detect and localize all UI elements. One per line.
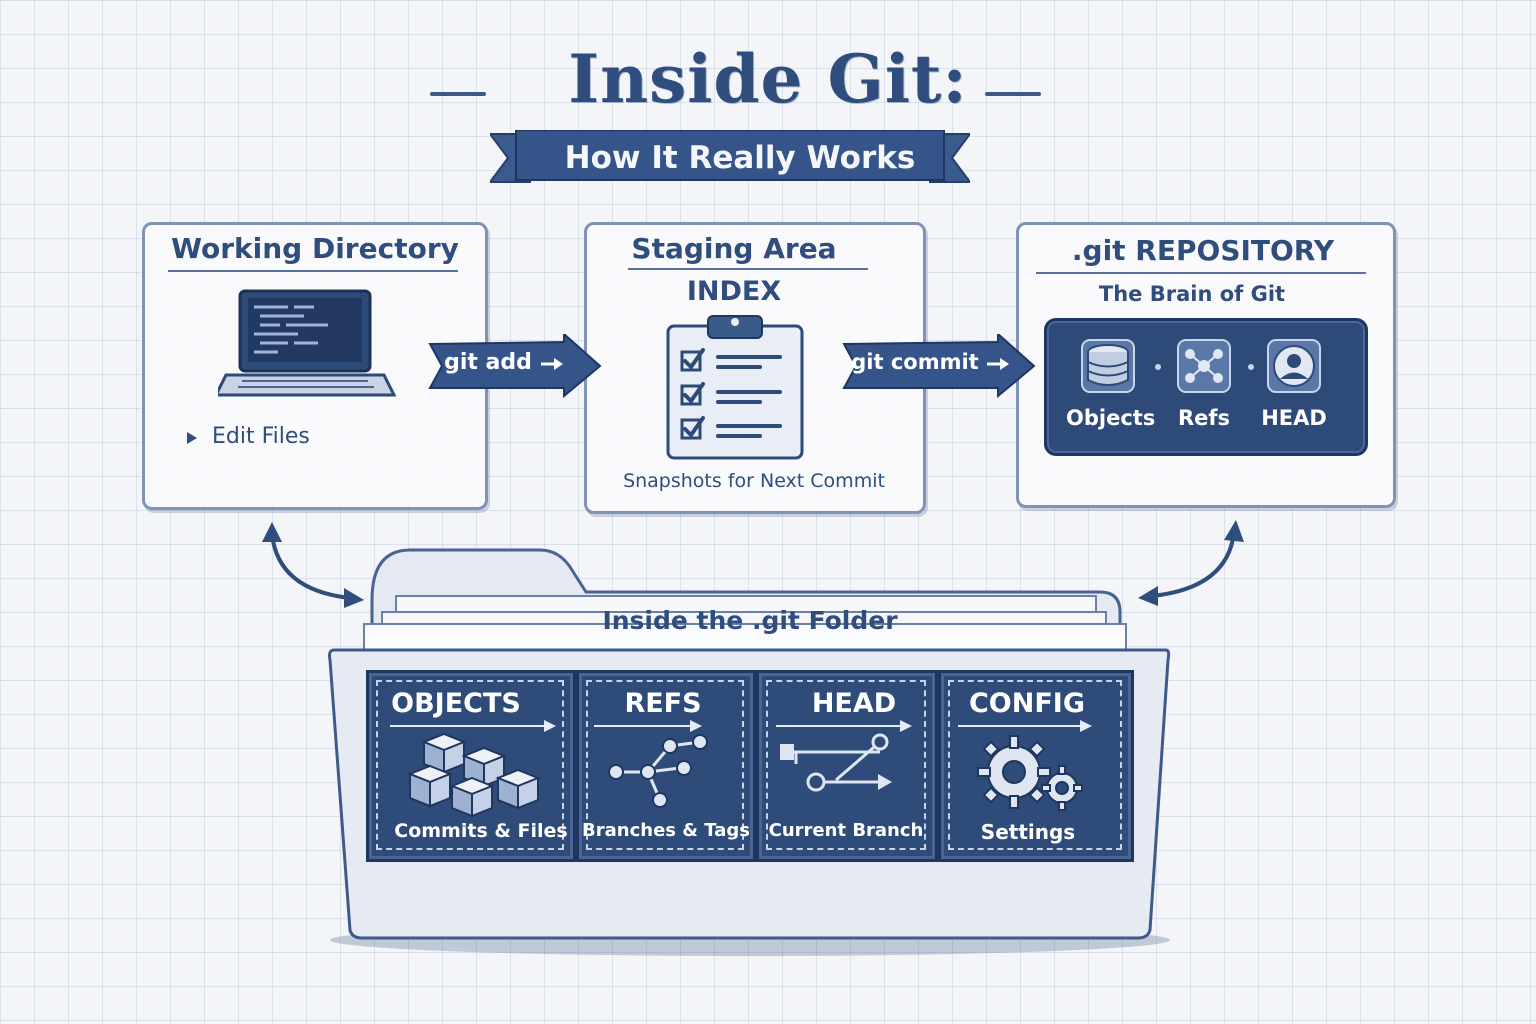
repo-item-refs: Refs [1177, 406, 1231, 430]
cubes-icon [408, 732, 541, 818]
panel-caption-objects: Commits & Files [394, 820, 568, 842]
panel-title-refs: REFS [624, 688, 702, 719]
panel-arrows [390, 720, 1092, 732]
git-commit-label: git commit [851, 350, 979, 374]
repo-item-objects: Objects [1066, 406, 1156, 430]
index-label: INDEX [686, 276, 782, 307]
panel-title-head: HEAD [811, 688, 897, 719]
working-directory-title: Working Directory [171, 232, 459, 265]
git-commit-arrow [842, 334, 1036, 398]
subtitle-banner [490, 130, 970, 183]
panel-caption-head: Current Branch [768, 820, 924, 841]
curved-arrow-right-icon [1138, 520, 1244, 606]
laptop-icon [218, 289, 397, 397]
arrow-glyph-icon [541, 358, 563, 370]
dot-sep-icon [1155, 364, 1161, 370]
repository-underline [1036, 272, 1366, 274]
git-add-arrow [428, 334, 602, 398]
refs-node-icon [1177, 339, 1231, 393]
panel-title-config: CONFIG [968, 688, 1085, 719]
folder-panel-head [756, 670, 938, 862]
arrow-glyph-icon [987, 358, 1009, 370]
page-title: Inside Git: [568, 40, 968, 118]
staging-area-underline [628, 268, 868, 270]
pointer-icon [780, 733, 892, 792]
folder-panel-border [948, 680, 1122, 850]
head-user-icon [1267, 339, 1321, 393]
folder-panel-border [766, 680, 926, 850]
page-subtitle: How It Really Works [564, 140, 916, 176]
panel-title-objects: OBJECTS [391, 688, 521, 719]
folder-label: Inside the .git Folder [602, 606, 898, 635]
staging-caption: Snapshots for Next Commit [623, 470, 885, 492]
working-directory-underline [168, 270, 458, 272]
staging-area-title: Staging Area [631, 232, 837, 265]
panel-caption-refs: Branches & Tags [582, 820, 750, 841]
folder-panel-border [376, 680, 564, 850]
folder-panel-config [938, 670, 1134, 862]
clipboard-icon [666, 315, 804, 460]
branch-graph-icon [608, 734, 708, 808]
panel-caption-config: Settings [980, 820, 1076, 844]
database-icon [1081, 339, 1135, 393]
edit-files-label: Edit Files [212, 424, 310, 449]
curved-arrow-left-icon [262, 522, 364, 608]
repo-item-head: HEAD [1261, 406, 1327, 430]
gears-icon [977, 735, 1083, 811]
repository-title: .git REPOSITORY [1071, 234, 1335, 267]
repository-subtitle: The Brain of Git [1098, 282, 1286, 306]
title-dash-right [985, 92, 1041, 96]
git-add-label: git add [444, 350, 532, 375]
bullet-triangle-icon [187, 432, 197, 444]
folder-panel-refs [576, 670, 756, 862]
title-dash-left [430, 92, 486, 96]
dot-sep-icon [1248, 364, 1254, 370]
folder-panel-border [586, 680, 744, 850]
